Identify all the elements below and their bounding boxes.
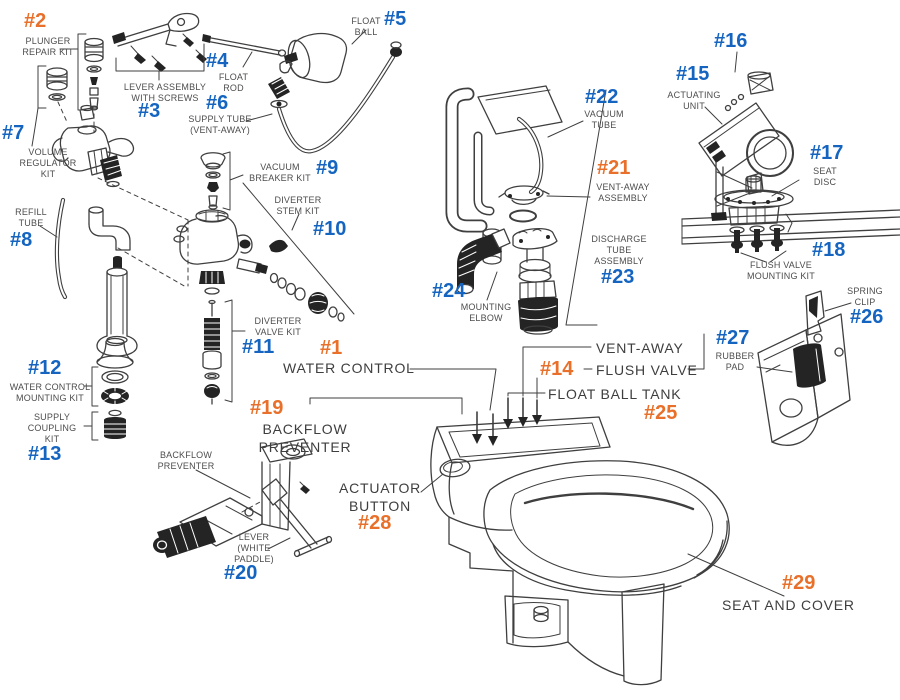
callout-9-label: VACUUM BREAKER KIT <box>249 162 311 183</box>
toilet-body <box>430 416 730 686</box>
callout-2-number: #2 <box>24 10 47 32</box>
callout-29-number: #29 <box>782 572 816 594</box>
callout-5-number: #5 <box>384 8 407 30</box>
float-ball-part <box>279 32 348 84</box>
callout-5-label: FLOAT BALL <box>351 16 381 37</box>
callout-6-number: #6 <box>206 92 229 114</box>
callout-3-label: LEVER ASSEMBLY WITH SCREWS <box>123 82 207 103</box>
callout-27-number: #27 <box>716 327 750 349</box>
callout-28-label: ACTUATOR BUTTON <box>338 480 422 514</box>
flow-arrows <box>472 397 542 446</box>
discharge-tube-parts <box>512 227 558 335</box>
vent-away-label: VENT-AWAY <box>596 340 684 356</box>
callout-12-label: WATER CONTROL MOUNTING KIT <box>9 382 91 403</box>
callout-18-label: FLUSH VALVE MOUNTING KIT <box>747 260 815 281</box>
backflow-preventer-assembly <box>153 438 313 558</box>
callout-20-number: #20 <box>224 562 258 584</box>
vacuum-breaker-parts <box>200 152 226 210</box>
backflow-preventer-small-label: BACKFLOW PREVENTER <box>157 450 215 471</box>
callout-8-label: REFILL TUBE <box>15 207 47 228</box>
callout-24-number: #24 <box>432 280 466 302</box>
spout-part <box>88 206 131 251</box>
callout-26-number: #26 <box>850 306 884 328</box>
supply-tube-part <box>268 41 402 154</box>
float-rod-part <box>202 34 287 57</box>
diverter-stem-parts <box>236 239 345 322</box>
callout-1-label: WATER CONTROL <box>283 360 415 376</box>
callout-2-label: PLUNGER REPAIR KIT <box>22 36 74 57</box>
callout-13-number: #13 <box>28 443 62 465</box>
callout-21-number: #21 <box>597 157 631 179</box>
callout-22-number: #22 <box>585 86 619 108</box>
callout-9-number: #9 <box>316 157 339 179</box>
callout-10-label: DIVERTER STEM KIT <box>274 195 322 216</box>
callout-16-number: #16 <box>714 30 748 52</box>
plunger-repair-kit-parts <box>84 37 104 111</box>
refill-tube-part <box>54 197 68 300</box>
callout-25-label: FLOAT BALL TANK <box>548 386 682 402</box>
callout-19-label: BACKFLOW PREVENTER <box>258 421 352 455</box>
flush-valve-parts <box>681 175 900 253</box>
lever-assembly-parts <box>112 12 207 72</box>
valve-body <box>173 209 253 295</box>
callout-11-number: #11 <box>242 336 275 358</box>
mounting-elbow-part <box>456 228 511 295</box>
callout-28-number: #28 <box>358 512 392 534</box>
callout-23-number: #23 <box>601 266 635 288</box>
callout-24-label: MOUNTING ELBOW <box>460 302 512 323</box>
callout-20-label: LEVER (WHITE PADDLE) <box>234 532 274 564</box>
callout-29-label: SEAT AND COVER <box>722 597 855 613</box>
callout-14-number: #14 <box>540 358 574 380</box>
callout-15-label: ACTUATING UNIT <box>667 90 721 111</box>
spring-clip-part <box>805 290 825 336</box>
callout-4-number: #4 <box>206 50 229 72</box>
callout-7-label: VOLUME REGULATOR KIT <box>19 147 77 179</box>
callout-27-label: RUBBER PAD <box>715 351 755 372</box>
callout-1-number: #1 <box>320 337 343 359</box>
callout-22-label: VACUUM TUBE <box>584 109 624 130</box>
float-ball-tank-bracket <box>757 313 851 446</box>
diverter-valve-parts <box>202 299 222 405</box>
callout-10-number: #10 <box>313 218 347 240</box>
callout-11-label: DIVERTER VALVE KIT <box>254 316 302 337</box>
callout-3-number: #3 <box>138 100 161 122</box>
plunger-part <box>96 256 138 357</box>
callout-18-number: #18 <box>812 239 846 261</box>
callout-4-label: FLOAT ROD <box>218 72 249 93</box>
callout-8-number: #8 <box>10 229 33 251</box>
callout-17-number: #17 <box>810 142 844 164</box>
mounting-kit-parts <box>96 337 134 439</box>
volume-regulator-parts <box>46 67 68 101</box>
paddle-lever-parts <box>261 478 333 558</box>
callout-23-label: DISCHARGE TUBE ASSEMBLY <box>591 234 647 266</box>
callout-17-label: SEAT DISC <box>813 166 837 187</box>
callout-19-number: #19 <box>250 397 284 419</box>
callout-26-label: SPRING CLIP <box>847 286 883 307</box>
callout-7-number: #7 <box>2 122 25 144</box>
callout-6-label: SUPPLY TUBE (VENT-AWAY) <box>188 114 252 135</box>
callout-25-number: #25 <box>644 402 678 424</box>
callout-15-number: #15 <box>676 63 710 85</box>
actuating-unit-parts <box>698 71 794 217</box>
vent-away-assembly-parts <box>445 85 563 265</box>
callout-12-number: #12 <box>28 357 62 379</box>
callout-21-label: VENT-AWAY ASSEMBLY <box>596 182 650 203</box>
water-control-body <box>51 104 135 188</box>
callout-14-label: FLUSH VALVE <box>596 362 698 378</box>
callout-13-label: SUPPLY COUPLING KIT <box>27 412 77 444</box>
